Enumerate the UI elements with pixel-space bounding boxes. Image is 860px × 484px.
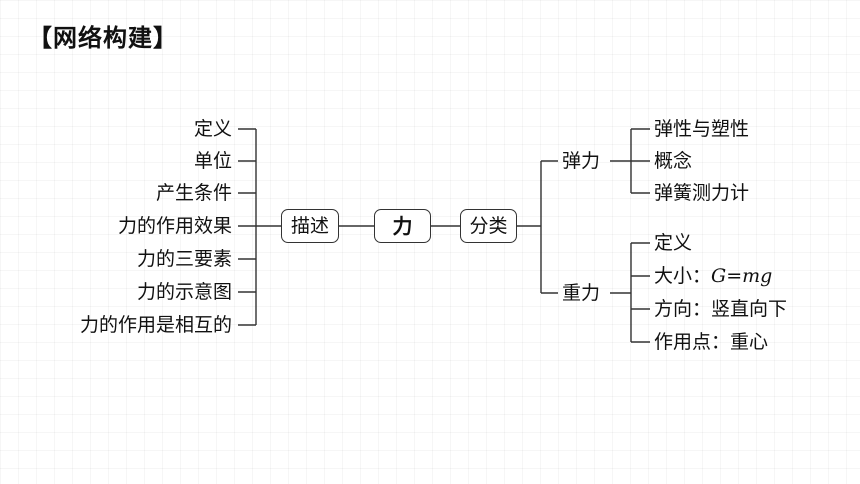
describe-item: 定义	[193, 118, 232, 140]
page-title: 【网络构建】	[28, 24, 178, 52]
center-node: 力	[374, 209, 431, 243]
elastic-item: 弹性与塑性	[654, 118, 750, 140]
elastic-force-node: 弹力	[562, 150, 601, 172]
gravity-item: 作用点：重心	[654, 331, 769, 353]
gravity-item-magnitude: 大小：G=mg	[654, 264, 772, 288]
describe-item: 力的三要素	[136, 248, 232, 270]
gravity-item-magnitude-label: 大小：	[654, 265, 712, 287]
gravity-formula: G=mg	[711, 265, 773, 287]
gravity-node: 重力	[562, 282, 601, 304]
elastic-item: 概念	[654, 150, 693, 172]
describe-item: 力的示意图	[136, 281, 232, 303]
gravity-item: 方向：竖直向下	[654, 298, 788, 320]
describe-item: 力的作用是相互的	[79, 314, 232, 336]
describe-item: 单位	[193, 150, 232, 172]
elastic-item: 弹簧测力计	[654, 182, 750, 204]
describe-item: 产生条件	[155, 182, 232, 204]
gravity-item: 定义	[654, 232, 693, 254]
describe-item: 力的作用效果	[117, 215, 232, 237]
describe-node: 描述	[281, 209, 339, 243]
classify-node: 分类	[460, 209, 517, 243]
